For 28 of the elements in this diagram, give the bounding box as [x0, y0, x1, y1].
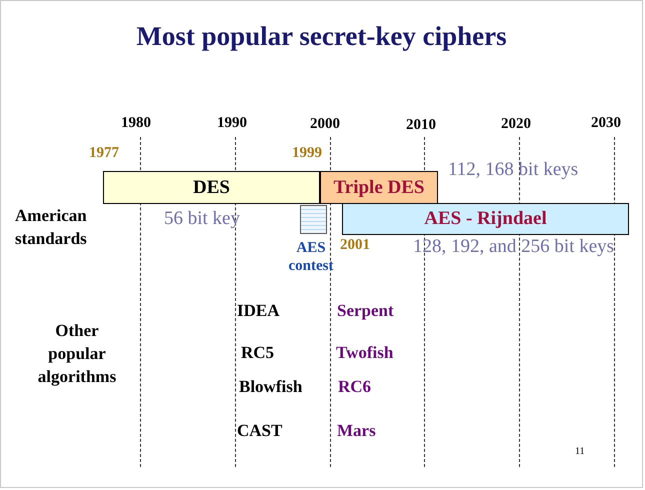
axis-year: 2020: [501, 116, 531, 133]
axis-year: 1980: [121, 115, 151, 132]
algorithm-name: IDEA: [237, 301, 280, 321]
axis-year: 2030: [591, 115, 621, 132]
title: Most popular secret-key ciphers: [135, 21, 508, 52]
timeline-bar: DES: [103, 171, 320, 204]
bar-label: AES contest: [288, 239, 334, 275]
axis-year: 2000: [310, 116, 340, 133]
algorithm-name: RC5: [241, 343, 274, 363]
start-year: 1977: [89, 145, 119, 162]
row-heading: American standards: [15, 205, 88, 250]
start-year: 1999: [292, 145, 322, 162]
axis-year: 1990: [217, 115, 247, 132]
algorithm-name: RC6: [338, 377, 372, 397]
page-number: 11: [575, 446, 585, 457]
axis-year: 2010: [406, 117, 436, 134]
key-size-note: 56 bit key: [164, 208, 240, 230]
algorithm-name: Blowfish: [239, 377, 302, 397]
algorithm-name: Mars: [337, 421, 376, 441]
start-year: 2001: [340, 237, 370, 254]
algorithm-name: Twofish: [336, 343, 394, 363]
timeline-bar: AES - Rijndael: [342, 203, 629, 235]
algorithm-name: Serpent: [337, 301, 394, 321]
timeline-bar: Triple DES: [320, 171, 438, 204]
key-size-note: 128, 192, and 256 bit keys: [413, 236, 614, 258]
row-heading: Other popular algorithms: [36, 320, 118, 388]
key-size-note: 112, 168 bit keys: [448, 159, 578, 181]
algorithm-name: CAST: [237, 421, 282, 441]
